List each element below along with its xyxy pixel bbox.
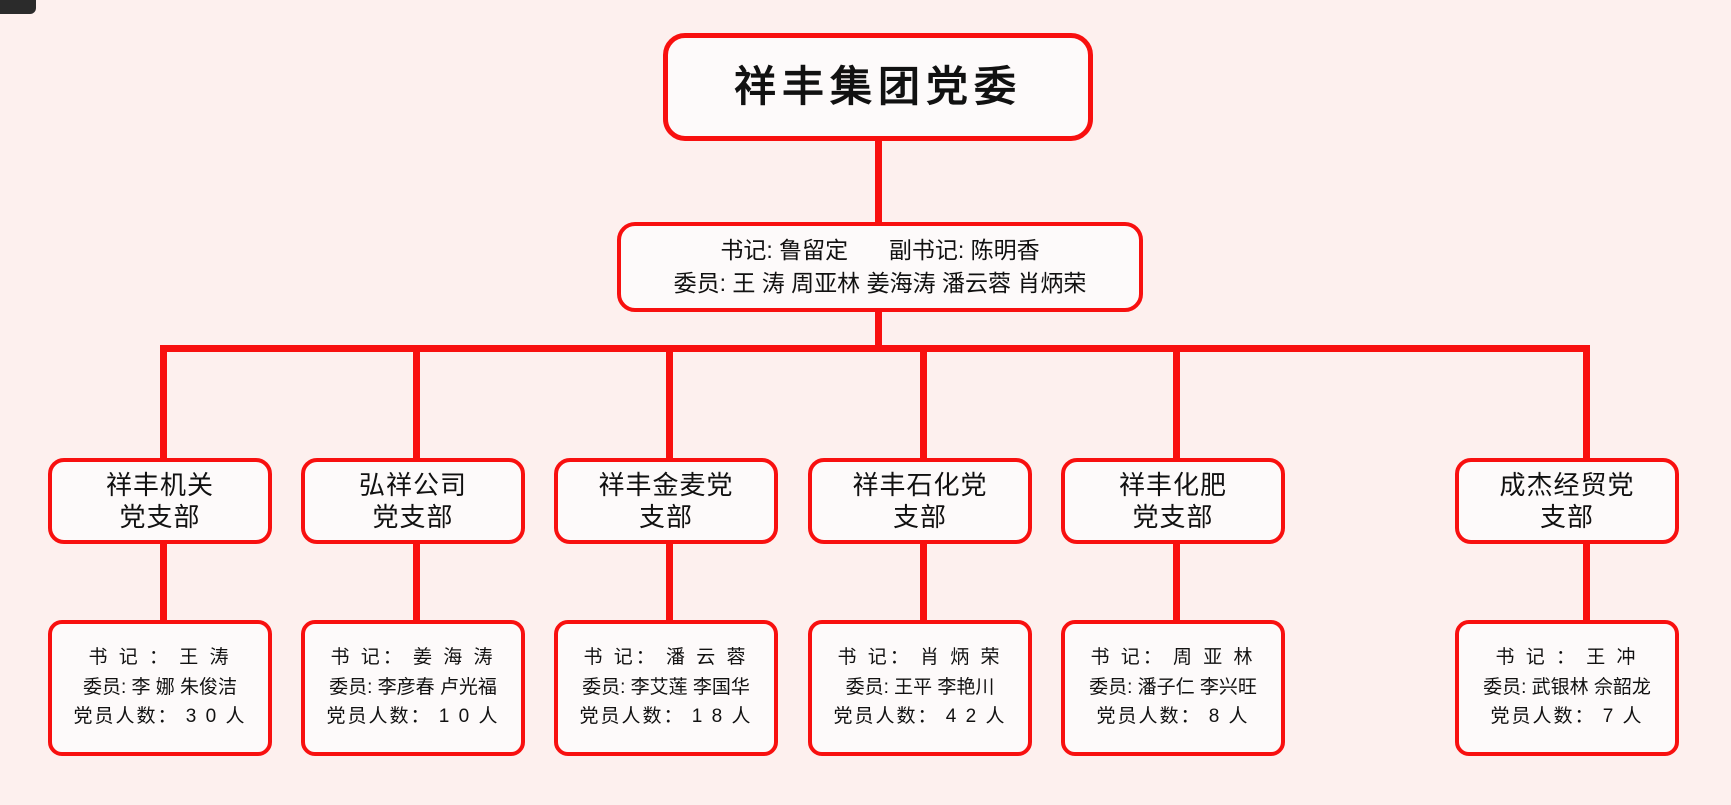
connector-branch-5-to-detail — [1173, 540, 1180, 624]
detail-node-2[interactable]: 书 记： 姜 海 涛 委员: 李彦春 卢光福 党员人数： 1 0 人 — [301, 620, 525, 756]
window-corner-notch — [0, 0, 36, 14]
detail-node-4[interactable]: 书 记： 肖 炳 荣 委员: 王平 李艳川 党员人数： 4 2 人 — [808, 620, 1032, 756]
deputy-secretary-label: 副书记: — [888, 236, 965, 263]
secretary-label: 书记: — [720, 236, 773, 263]
detail-members-2: 委员: 李彦春 卢光福 — [329, 676, 497, 698]
connector-bus-to-branch-3 — [666, 345, 673, 462]
branch-name-2: 弘祥公司 党支部 — [358, 469, 467, 533]
branch-name-1: 祥丰机关 党支部 — [105, 469, 214, 533]
connector-branch-2-to-detail — [413, 540, 420, 624]
branch-node-5[interactable]: 祥丰化肥 党支部 — [1061, 458, 1285, 544]
connector-committee-to-bus — [875, 312, 882, 348]
connector-bus-to-branch-6 — [1583, 345, 1590, 462]
branch-node-2[interactable]: 弘祥公司 党支部 — [301, 458, 525, 544]
detail-node-5[interactable]: 书 记： 周 亚 林 委员: 潘子仁 李兴旺 党员人数： 8 人 — [1061, 620, 1285, 756]
connector-branch-4-to-detail — [920, 540, 927, 624]
connector-bus-to-branch-4 — [920, 345, 927, 462]
branch-node-1[interactable]: 祥丰机关 党支部 — [48, 458, 272, 544]
detail-secretary-4: 书 记： 肖 炳 荣 — [837, 647, 1003, 669]
detail-members-5: 委员: 潘子仁 李兴旺 — [1089, 676, 1257, 698]
connector-root-to-committee — [875, 141, 882, 222]
detail-members-1: 委员: 李 娜 朱俊洁 — [82, 676, 238, 698]
detail-secretary-2: 书 记： 姜 海 涛 — [330, 647, 496, 669]
detail-count-4: 党员人数： 4 2 人 — [833, 706, 1007, 728]
connector-branch-6-to-detail — [1583, 540, 1590, 624]
detail-members-6: 委员: 武银林 佘韶龙 — [1483, 676, 1651, 698]
branch-node-6[interactable]: 成杰经贸党 支部 — [1455, 458, 1679, 544]
detail-count-2: 党员人数： 1 0 人 — [326, 706, 500, 728]
secretary-name: 鲁留定 — [779, 236, 849, 263]
connector-branch-1-to-detail — [160, 540, 167, 624]
connector-horizontal-bus — [160, 345, 1587, 352]
root-node[interactable]: 祥丰集团党委 — [663, 33, 1093, 141]
branch-node-4[interactable]: 祥丰石化党 支部 — [808, 458, 1032, 544]
detail-members-3: 委员: 李艾莲 李国华 — [582, 676, 750, 698]
connector-bus-to-branch-1 — [160, 345, 167, 462]
committee-node[interactable]: 书记: 鲁留定 副书记: 陈明香 委员: 王 涛 周亚林 姜海涛 潘云蓉 肖炳荣 — [617, 222, 1143, 312]
branch-name-3: 祥丰金麦党 支部 — [598, 469, 734, 533]
connector-branch-3-to-detail — [666, 540, 673, 624]
detail-count-6: 党员人数： 7 人 — [1490, 706, 1644, 728]
detail-count-1: 党员人数： 3 0 人 — [73, 706, 247, 728]
detail-members-4: 委员: 王平 李艳川 — [845, 676, 995, 698]
committee-members-row: 委员: 王 涛 周亚林 姜海涛 潘云蓉 肖炳荣 — [673, 270, 1087, 296]
detail-count-3: 党员人数： 1 8 人 — [579, 706, 753, 728]
branch-name-4: 祥丰石化党 支部 — [852, 469, 988, 533]
connector-bus-to-branch-5 — [1173, 345, 1180, 462]
connector-bus-to-branch-2 — [413, 345, 420, 462]
detail-node-3[interactable]: 书 记： 潘 云 蓉 委员: 李艾莲 李国华 党员人数： 1 8 人 — [554, 620, 778, 756]
detail-count-5: 党员人数： 8 人 — [1096, 706, 1250, 728]
detail-secretary-5: 书 记： 周 亚 林 — [1090, 647, 1256, 669]
detail-node-1[interactable]: 书 记 ： 王 涛 委员: 李 娜 朱俊洁 党员人数： 3 0 人 — [48, 620, 272, 756]
root-title: 祥丰集团党委 — [733, 62, 1022, 110]
detail-secretary-6: 书 记 ： 王 冲 — [1495, 647, 1639, 669]
detail-node-6[interactable]: 书 记 ： 王 冲 委员: 武银林 佘韶龙 党员人数： 7 人 — [1455, 620, 1679, 756]
detail-secretary-1: 书 记 ： 王 涛 — [88, 647, 232, 669]
deputy-secretary-name: 陈明香 — [970, 236, 1040, 263]
committee-leadership-row: 书记: 鲁留定 副书记: 陈明香 — [720, 235, 1039, 266]
branch-name-5: 祥丰化肥 党支部 — [1118, 469, 1227, 533]
branch-node-3[interactable]: 祥丰金麦党 支部 — [554, 458, 778, 544]
detail-secretary-3: 书 记： 潘 云 蓉 — [583, 647, 749, 669]
branch-name-6: 成杰经贸党 支部 — [1499, 469, 1635, 533]
